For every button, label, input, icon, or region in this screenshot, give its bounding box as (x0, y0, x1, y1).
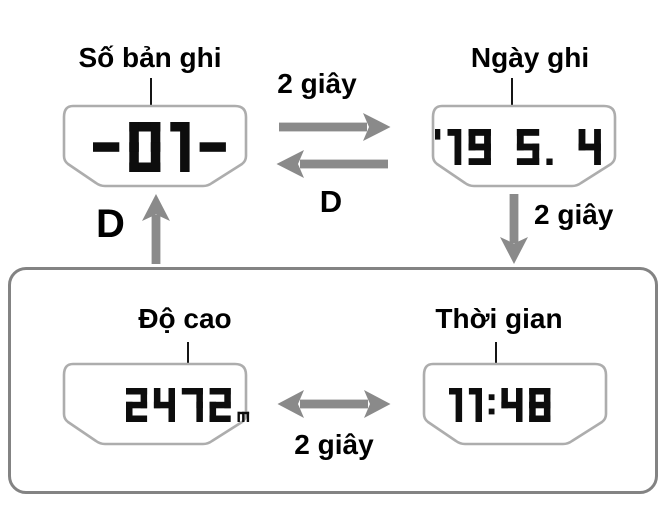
record-date-pointer-line (511, 78, 513, 116)
record-number-label: Số bản ghi (78, 42, 222, 73)
transition-auto-right-label: 2 giây (534, 199, 614, 230)
record-date-lcd (424, 104, 612, 190)
time-label: Thời gian (435, 303, 563, 334)
recreation-mode-group-box (8, 267, 658, 494)
arrow-right-icon (279, 112, 391, 142)
altitude-label: Độ cao (138, 303, 232, 334)
button-d-left-label: D (96, 202, 125, 246)
transition-auto-bottom-label: 2 giây (294, 429, 374, 460)
arrow-down-icon (499, 194, 529, 264)
time-lcd (406, 362, 594, 448)
altitude-pointer-line (187, 342, 189, 378)
arrow-up-icon (141, 194, 171, 264)
altitude-lcd (94, 362, 282, 448)
record-date-label: Ngày ghi (470, 42, 590, 73)
time-pointer-line (495, 342, 497, 378)
record-number-lcd (65, 104, 253, 190)
altitude-display (60, 362, 250, 448)
record-number-display (60, 104, 248, 190)
record-number-pointer-line (150, 78, 152, 116)
time-display (420, 362, 608, 448)
button-d-top-label: D (319, 184, 343, 219)
arrow-left-right-icon (277, 389, 391, 419)
transition-auto-top-label: 2 giây (277, 68, 357, 99)
record-date-display (429, 104, 617, 190)
arrow-left-icon (276, 149, 388, 179)
